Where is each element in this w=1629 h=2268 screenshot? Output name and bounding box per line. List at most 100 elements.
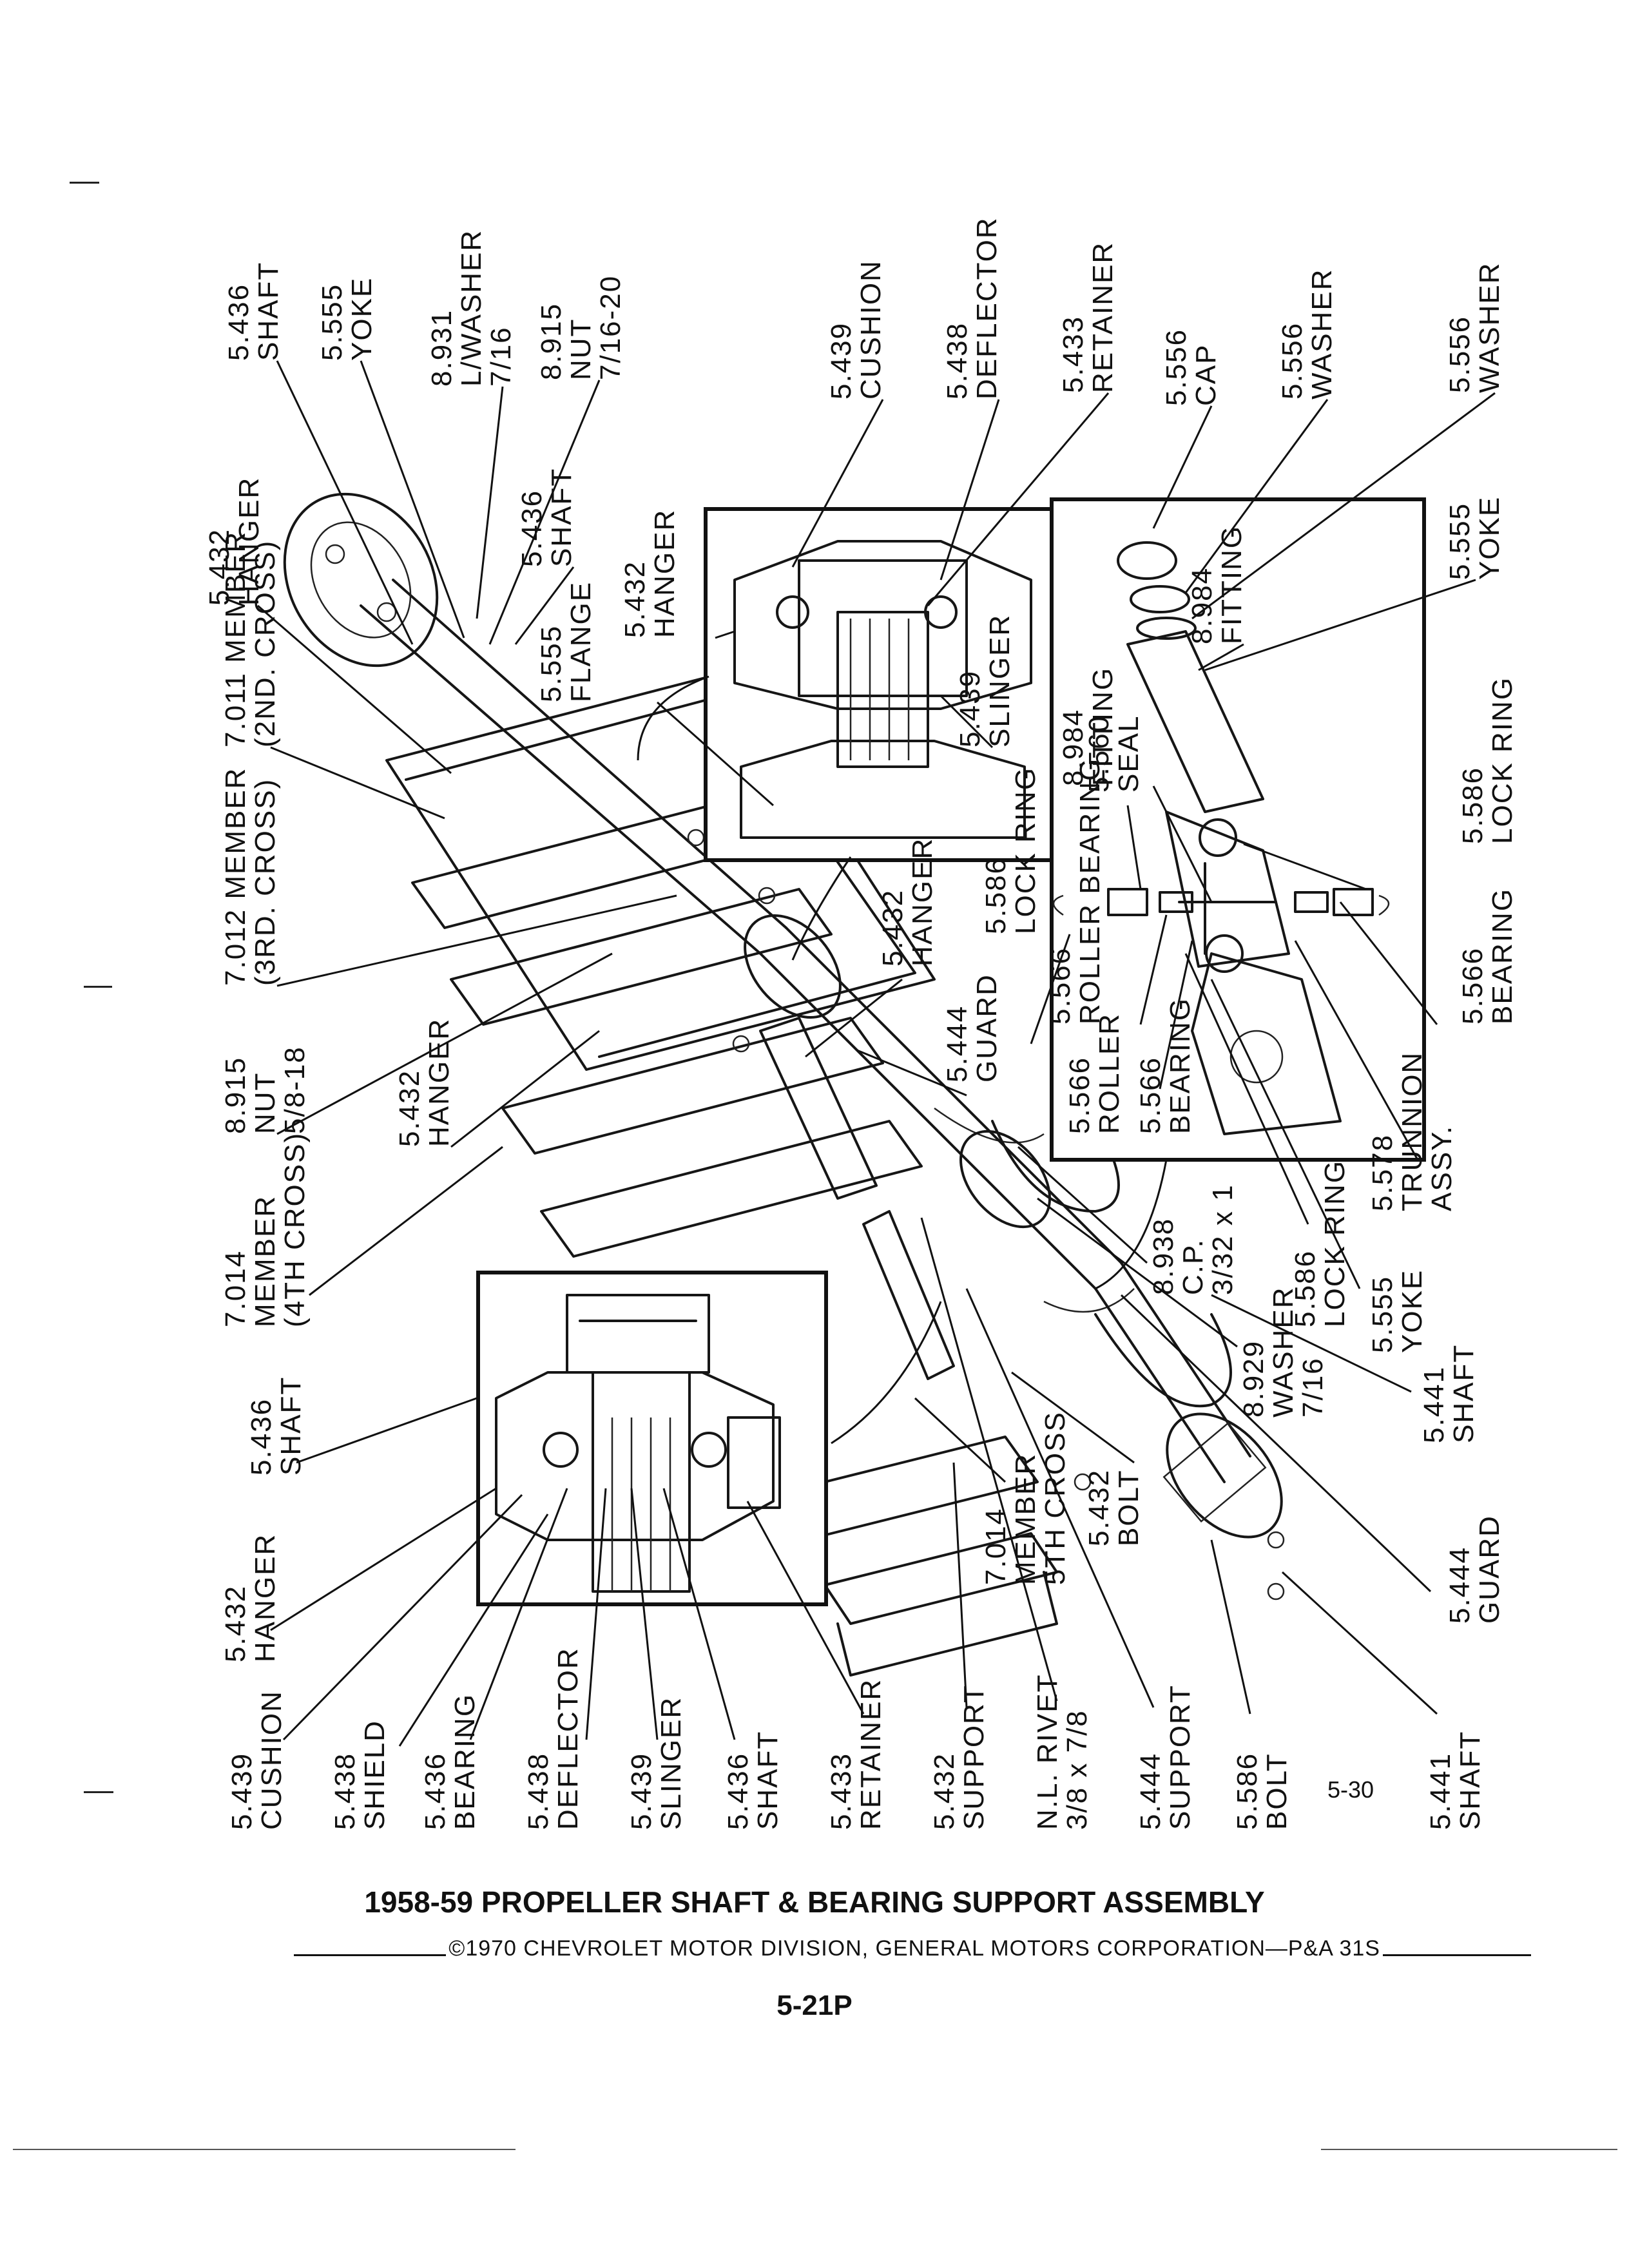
callout-line-text: 5.436 <box>722 1753 754 1830</box>
callout-5433-retainer-b: 5.433RETAINER <box>825 1678 887 1830</box>
callout-line-text: SLINGER <box>984 614 1016 747</box>
callout-line-text: FITTING <box>1216 525 1248 644</box>
page-title: 1958-59 PROPELLER SHAFT & BEARING SUPPOR… <box>364 1885 1265 1919</box>
callout-line-text: 7/16 <box>1297 1357 1329 1418</box>
callout-8915-nut-a: 8.915NUT7/16-20 <box>535 275 626 380</box>
callout-line-text: 5.444 <box>941 1005 973 1082</box>
callout-line-text: 5.439 <box>954 670 986 747</box>
callout-line-text: 3/8 x 7/8 <box>1061 1709 1093 1830</box>
callout-line-text: FITTING <box>1087 667 1119 786</box>
callout-5556-washer-a: 5.556WASHER <box>1277 269 1338 400</box>
callout-line-text: HANGER <box>423 1018 455 1147</box>
callout-line-text: 5.432 <box>929 1753 960 1830</box>
callout-line-text: 5.439 <box>226 1753 258 1830</box>
callout-line-text: 5TH CROSS <box>1039 1411 1071 1585</box>
callout-line-text: LOCK RING <box>1319 1160 1351 1327</box>
inset-arrow-ujoint <box>1095 1159 1168 1290</box>
callout-line-text: 5.432 <box>220 1585 251 1662</box>
copyright-line: ©1970 CHEVROLET MOTOR DIVISION, GENERAL … <box>294 1936 1531 1961</box>
callout-line-text: DEFLECTOR <box>971 216 1003 399</box>
callout-5433-retainer-a: 5.433RETAINER <box>1057 242 1119 393</box>
callout-leaders <box>257 360 1496 1747</box>
callout-5438-deflector-a: 5.438DEFLECTOR <box>941 216 1003 399</box>
callout-line-text: BEARING <box>1164 997 1196 1134</box>
callout-line-text: C.P. <box>1177 1238 1209 1295</box>
callout-line-text: SHAFT <box>253 262 284 361</box>
callout-line-text: YOKE <box>1474 496 1505 580</box>
callout-nl-rivet: N.L. RIVET3/8 x 7/8 <box>1032 1674 1093 1831</box>
callout-line-text: 7.014 <box>220 1250 251 1327</box>
callout-line-text: SHAFT <box>752 1731 784 1830</box>
callout-5566-roller: 5.566ROLLER <box>1064 1013 1125 1134</box>
callout-line-text: 5.555 <box>535 625 567 702</box>
callout-line-text: 5.556 <box>1161 329 1192 406</box>
callout-5432-hanger-c: 5.432HANGER <box>394 1018 455 1147</box>
callout-5436-shaft-d: 5.436SHAFT <box>722 1731 784 1830</box>
callout-line-text: SEAL <box>1113 715 1144 793</box>
callout-5436-shaft-c: 5.436SHAFT <box>246 1376 307 1475</box>
callout-line-text: 5.436 <box>419 1753 451 1830</box>
callout-line-text: 5.438 <box>329 1753 361 1830</box>
callout-line-text: 5.439 <box>825 322 857 399</box>
callout-line-text: DEFLECTOR <box>552 1647 584 1830</box>
callout-line-text: CUSHION <box>855 260 887 399</box>
callout-line-text: SHAFT <box>546 468 577 567</box>
callout-5555-yoke-c: 5.555YOKE <box>1367 1269 1428 1353</box>
callout-5436-bearing: 5.436BEARING <box>419 1693 481 1830</box>
callout-line-text: 7.014 <box>980 1508 1012 1585</box>
margin-mark <box>84 1791 113 1793</box>
callout-line-text: (2ND. CROSS) <box>249 540 281 747</box>
callout-5441-shaft-b: 5.441SHAFT <box>1425 1731 1486 1830</box>
callout-line-text: 5.444 <box>1444 1546 1476 1624</box>
callout-line-text: 5.432 <box>619 561 651 638</box>
callout-line-text: 5.444 <box>1135 1753 1166 1830</box>
callout-5441-shaft-a: 5.441SHAFT <box>1418 1344 1480 1443</box>
callout-line-text: MEMBER <box>249 1195 281 1327</box>
callout-line-text: 5.555 <box>316 284 348 361</box>
propeller-shaft-illustration <box>283 492 1285 1600</box>
callout-line-text: HANGER <box>249 1533 281 1662</box>
callout-line-text: CAP <box>1190 344 1222 406</box>
callout-line-text: GUARD <box>1474 1515 1505 1624</box>
callout-5438-shield: 5.438SHIELD <box>329 1720 390 1830</box>
callout-line-text: YOKE <box>346 277 378 361</box>
callout-5432-hanger-a: 5.432HANGER <box>204 477 265 606</box>
copyright-text: ©1970 CHEVROLET MOTOR DIVISION, GENERAL … <box>448 1936 1380 1961</box>
margin-mark <box>84 986 112 988</box>
callout-5555-flange: 5.555FLANGE <box>535 581 597 702</box>
callout-line-text: 5.436 <box>516 490 548 567</box>
callout-line-text: BOLT <box>1113 1469 1144 1546</box>
callout-line-text: 5.433 <box>825 1753 857 1830</box>
callout-line-text: SHAFT <box>1454 1731 1486 1830</box>
callout-line-text: 5.441 <box>1418 1366 1450 1443</box>
callout-5432-hanger-d: 5.432HANGER <box>877 838 938 966</box>
callout-line-text: YOKE <box>1396 1269 1428 1353</box>
callout-5439-slinger-b: 5.439SLINGER <box>626 1696 687 1830</box>
callout-line-text: ROLLER <box>1094 1013 1125 1134</box>
callout-line-text: SHAFT <box>1448 1344 1480 1443</box>
callout-line-text: SUPPORT <box>958 1684 990 1830</box>
callout-5432-hanger-e: 5.432HANGER <box>220 1533 281 1662</box>
callout-line-text: 5.432 <box>204 528 235 606</box>
scan-edge-rule <box>1321 2149 1617 2150</box>
page-number: 5-21P <box>776 1990 853 2021</box>
callout-5439-cushion-a: 5.439CUSHION <box>825 260 887 399</box>
inset-arrow-upper <box>637 675 709 761</box>
callout-line-text: WASHER <box>1268 1287 1299 1418</box>
callout-line-text: 5.566 <box>1045 947 1076 1024</box>
callout-line-text: 7.011 MEMBER <box>220 531 251 747</box>
callout-5555-yoke-a: 5.555YOKE <box>316 277 378 361</box>
callout-line-text: N.L. RIVET <box>1032 1674 1063 1831</box>
callout-line-text: (4TH CROSS) <box>279 1132 311 1327</box>
callout-line-text: NUT <box>565 318 597 380</box>
callout-7012-member: 7.012 MEMBER(3RD. CROSS) <box>220 767 281 986</box>
callout-line-text: 5.433 <box>1057 316 1089 393</box>
callout-line-text: WASHER <box>1474 262 1505 394</box>
callout-line-text: 5.578 <box>1367 1134 1398 1211</box>
callout-5439-slinger-a: 5.439SLINGER <box>954 614 1016 747</box>
callout-5566-rollerbearing: 5.566ROLLER BEARING <box>1045 758 1106 1024</box>
callout-line-text: BOLT <box>1261 1753 1293 1830</box>
callout-5586-bolt: 5.586BOLT <box>1231 1753 1293 1830</box>
callout-7014-member-a: 7.014MEMBER(4TH CROSS) <box>220 1132 311 1327</box>
callout-line-text: 8.931 <box>426 309 458 387</box>
